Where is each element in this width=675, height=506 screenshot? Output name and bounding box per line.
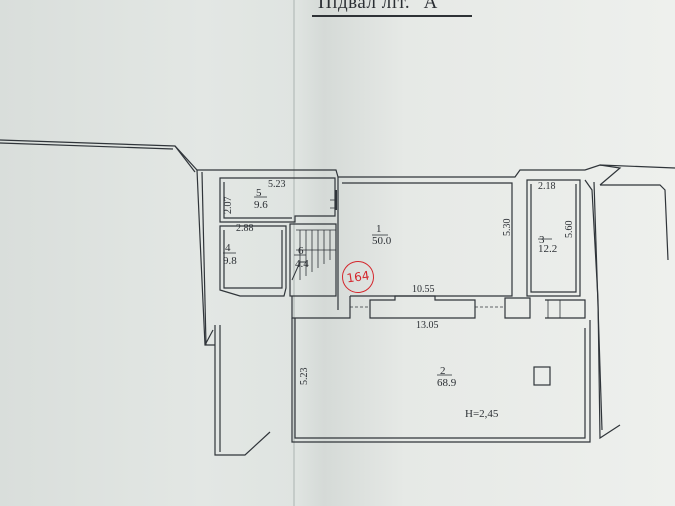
dim-room5-width: 5.23 xyxy=(268,179,286,190)
dim-room2-width: 13.05 xyxy=(416,320,439,331)
dim-room1-height: 5.30 xyxy=(502,218,513,237)
left-lower-wall xyxy=(214,325,271,456)
plan-title: Підвал літ. "А" xyxy=(318,0,447,13)
room-4-walls xyxy=(219,225,287,297)
room-2-number: 2 xyxy=(440,365,446,377)
stamp-number: 164 xyxy=(345,268,371,286)
room-4-number: 4 xyxy=(225,242,231,254)
room-6-walls xyxy=(289,223,337,297)
room-3-area: 12.2 xyxy=(538,243,558,255)
dim-room1-width: 10.55 xyxy=(412,284,435,295)
room-3-walls xyxy=(526,179,581,297)
room-4-area: 9.8 xyxy=(223,255,237,267)
room-5-area: 9.6 xyxy=(254,199,268,211)
dim-room3-height: 5.60 xyxy=(564,220,575,239)
partition-left xyxy=(291,296,351,319)
room-3-number: 3 xyxy=(539,234,545,246)
column-marker xyxy=(533,366,551,386)
outer-top-wall xyxy=(0,139,675,178)
room-2-area: 68.9 xyxy=(437,377,457,389)
title-underline xyxy=(312,15,472,17)
room-6-area: 4.4 xyxy=(295,258,309,270)
room-2-walls xyxy=(294,318,586,439)
right-notch xyxy=(599,164,622,186)
partition-middle xyxy=(369,295,476,319)
dim-room5-height: 2.07 xyxy=(223,196,234,215)
dim-room3-width: 2.18 xyxy=(538,181,556,192)
ceiling-height: H=2,45 xyxy=(465,408,499,420)
room-1-area: 50.0 xyxy=(372,235,392,247)
left-outer-wall xyxy=(196,169,215,346)
room-1-number: 1 xyxy=(376,223,382,235)
dim-room2-height: 5.23 xyxy=(299,367,310,386)
room-5-number: 5 xyxy=(256,187,262,199)
paper-fold xyxy=(293,0,295,506)
room-5-walls xyxy=(219,177,336,223)
dim-room4-width: 2.88 xyxy=(236,223,254,234)
room-6-number: 6 xyxy=(298,245,304,257)
